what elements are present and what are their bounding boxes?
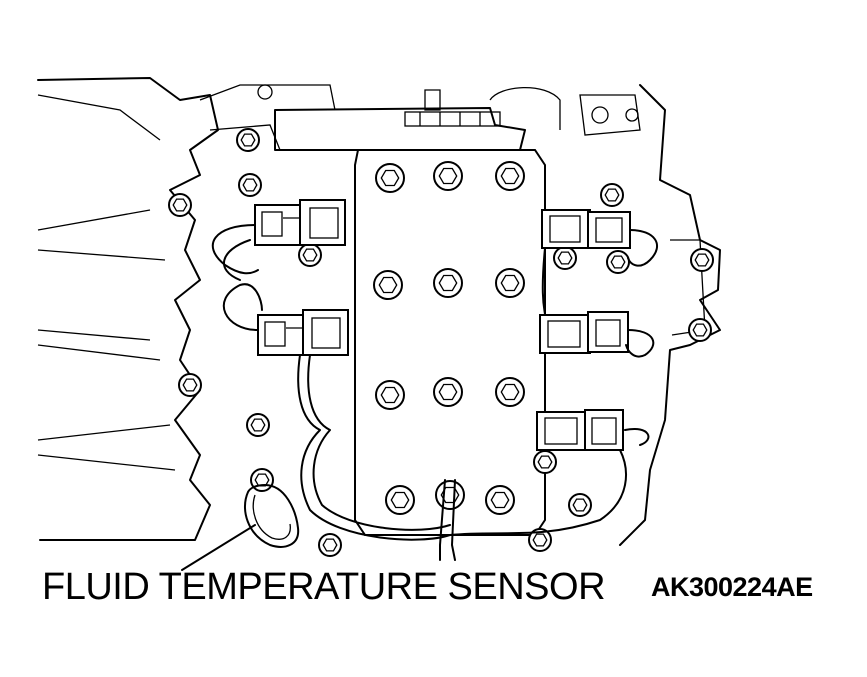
bolt-head — [490, 491, 510, 509]
solenoid-connector-right-upper — [541, 209, 631, 249]
solenoid-connector-left-upper — [254, 199, 346, 246]
bolt-head — [500, 274, 520, 292]
bolt — [375, 163, 405, 193]
bolt-head — [172, 198, 188, 212]
bolt-head — [694, 253, 710, 267]
bolt — [485, 485, 515, 515]
cover-bolts — [373, 161, 525, 515]
bolt-head — [240, 133, 256, 147]
bolt-head — [610, 255, 626, 269]
top-bracket — [274, 89, 526, 151]
bolt — [385, 485, 415, 515]
bolt — [298, 243, 322, 267]
wiring-harness — [211, 224, 659, 561]
bolt — [318, 533, 342, 557]
bolt — [373, 270, 403, 300]
bolt — [435, 480, 465, 510]
bolt-head — [182, 378, 198, 392]
bolt-head — [438, 274, 458, 292]
bolt — [495, 161, 525, 191]
solenoid-connector-right-lower — [536, 409, 624, 451]
bolt — [568, 493, 592, 517]
bolt-head — [438, 383, 458, 401]
bolt-head — [380, 169, 400, 187]
solenoid-connector-right-middle — [539, 311, 629, 354]
bolt — [375, 380, 405, 410]
bolt-head — [604, 188, 620, 202]
bolt-head — [242, 178, 258, 192]
bolt — [433, 377, 463, 407]
bolt — [606, 250, 630, 274]
transmission-case-right — [489, 84, 721, 546]
bolt-head — [500, 383, 520, 401]
bolt — [533, 450, 557, 474]
bolt-head — [532, 533, 548, 547]
bolt-head — [250, 418, 266, 432]
bolt — [528, 528, 552, 552]
bolt — [495, 377, 525, 407]
fluid-temperature-sensor — [181, 484, 300, 571]
bolt-head — [500, 167, 520, 185]
bolt-head — [692, 323, 708, 337]
figure-code: AK300224AE — [651, 572, 813, 602]
bolt — [433, 268, 463, 298]
bolt — [178, 373, 202, 397]
bolt — [690, 248, 714, 272]
bolt — [246, 413, 270, 437]
bolt — [495, 268, 525, 298]
valve-body-cover — [354, 149, 546, 536]
bolt-head — [322, 538, 338, 552]
transmission-case-left — [37, 77, 336, 541]
bolt-head — [302, 248, 318, 262]
bolt — [688, 318, 712, 342]
bolt — [600, 183, 624, 207]
bolt — [236, 128, 260, 152]
bolt-head — [378, 276, 398, 294]
bolt-head — [537, 455, 553, 469]
bolt-head — [572, 498, 588, 512]
callout-label: FLUID TEMPERATURE SENSOR — [42, 566, 606, 608]
bolt-head — [438, 167, 458, 185]
bolt-head — [557, 251, 573, 265]
bolt — [238, 173, 262, 197]
bolt — [168, 193, 192, 217]
bolt-head — [390, 491, 410, 509]
bolt — [553, 246, 577, 270]
callout-leader-line — [181, 524, 256, 571]
bolt — [433, 161, 463, 191]
solenoid-connector-left-lower — [257, 309, 349, 356]
bolt-head — [380, 386, 400, 404]
